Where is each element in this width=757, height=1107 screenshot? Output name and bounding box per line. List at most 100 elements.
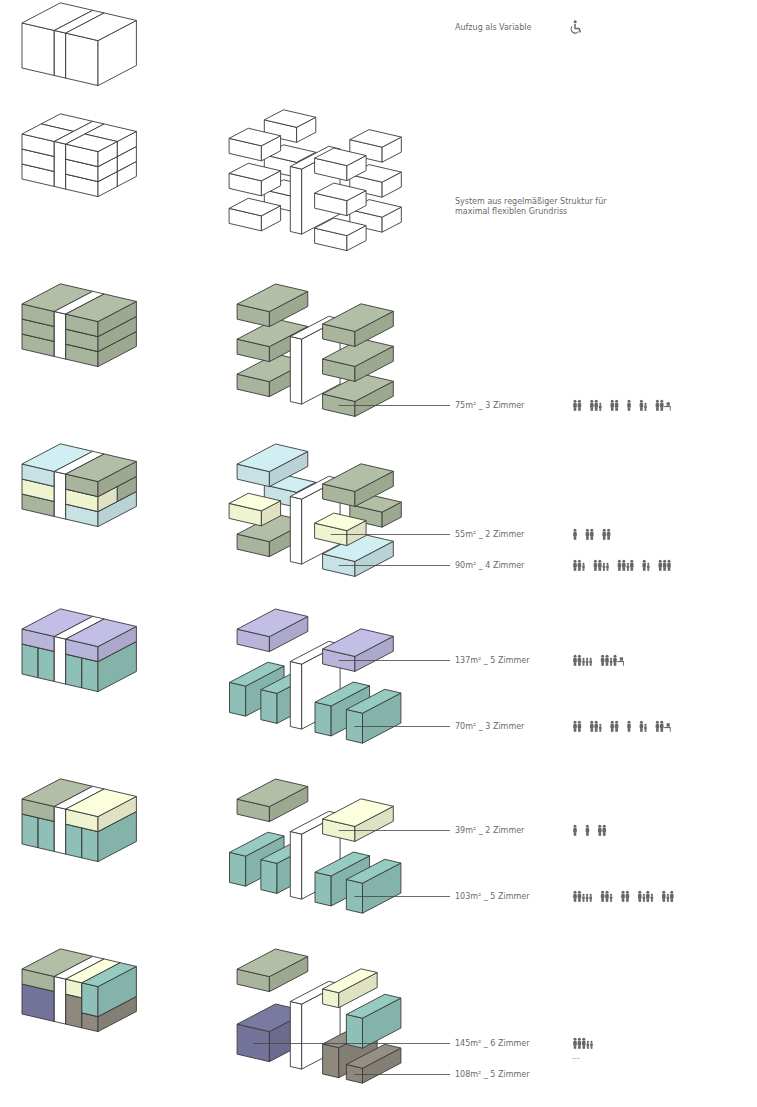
person-legs (668, 567, 671, 571)
volume-face (290, 1001, 301, 1069)
person-head (574, 721, 577, 724)
person-head (598, 560, 601, 563)
volume-face (230, 852, 246, 886)
person-body (602, 532, 606, 536)
volume-face (38, 818, 54, 852)
person-head (586, 658, 588, 660)
person-head (618, 560, 621, 563)
person-head (582, 563, 584, 565)
label-holder: 108m² _ 5 Zimmer (455, 1070, 530, 1080)
household-icon (656, 721, 671, 732)
volume-face (315, 872, 331, 906)
household-icon (601, 891, 613, 902)
volume-face (66, 33, 98, 85)
household-icon (601, 655, 624, 666)
label-holder: Aufzug als Variable (455, 23, 531, 33)
volume-face (350, 130, 402, 148)
person-legs (603, 568, 605, 571)
person-head (660, 721, 663, 724)
wheelchair-wheel (571, 27, 578, 34)
person-legs (656, 728, 659, 732)
person-head (574, 655, 577, 658)
person-head (662, 891, 665, 894)
person-legs (578, 728, 581, 732)
annotation-label: Aufzug als Variable (455, 23, 531, 33)
person-head (606, 655, 609, 658)
person-head (638, 891, 641, 894)
person-head (590, 529, 593, 532)
exploded-view (237, 284, 393, 416)
volume-face (54, 636, 65, 684)
person-body (582, 896, 585, 899)
person-body (667, 896, 670, 899)
person-body (658, 563, 662, 567)
volume-face (66, 294, 137, 322)
household-icon (618, 560, 634, 571)
unit-volume (237, 949, 308, 992)
annotation-label: 70m² _ 3 Zimmer (455, 722, 524, 732)
unit-volume (66, 294, 137, 337)
household-icon-row (573, 1038, 593, 1049)
person-body (590, 403, 594, 407)
desk-leg (669, 728, 671, 732)
person-head (586, 894, 588, 896)
household-icon-row (573, 721, 671, 732)
household-icon (573, 400, 581, 411)
person-body (638, 894, 642, 898)
annotation-label: 75m² _ 3 Zimmer (455, 401, 524, 411)
person-head (644, 403, 646, 405)
leader-line (331, 534, 450, 535)
person-legs (574, 832, 577, 836)
label-holder: 103m² _ 5 Zimmer (455, 892, 530, 902)
person-head (574, 560, 577, 563)
person-body (607, 532, 611, 536)
person-head (603, 563, 605, 565)
person-legs (583, 899, 585, 902)
person-body (601, 894, 605, 898)
person-legs (651, 899, 653, 902)
person-body (578, 658, 582, 662)
person-body (573, 532, 577, 536)
volume-face (66, 789, 137, 817)
person-body (599, 405, 602, 408)
household-icon (586, 529, 594, 540)
person-head (603, 825, 606, 828)
person-head (595, 400, 598, 403)
volume-face (54, 471, 65, 519)
person-head (607, 529, 610, 532)
unit-volume (66, 454, 137, 497)
person-body (589, 660, 592, 663)
unit-volume (237, 444, 308, 487)
volume-face (290, 336, 301, 404)
person-legs (578, 1045, 581, 1049)
person-body (610, 403, 614, 407)
household-icon (573, 560, 585, 571)
wheelchair-symbol (571, 20, 580, 33)
person-legs (578, 567, 581, 571)
person-head (574, 529, 577, 532)
volume-face (237, 609, 308, 637)
person-body (573, 658, 577, 662)
person-body (613, 658, 617, 662)
person-legs (606, 898, 609, 902)
volume-face (38, 648, 54, 682)
label-holder: 70m² _ 3 Zimmer (455, 722, 524, 732)
person-body (621, 894, 625, 898)
person-head (590, 894, 592, 896)
person-legs (667, 899, 669, 902)
person-head (599, 403, 601, 405)
person-body (594, 724, 598, 728)
volume-face (323, 799, 394, 827)
person-head (611, 400, 614, 403)
household-icon (640, 721, 647, 732)
volume-face (22, 23, 54, 75)
person-legs (647, 898, 650, 902)
unit-volume (346, 859, 401, 913)
person-legs (640, 407, 643, 411)
person-legs (574, 662, 577, 666)
resident-icons (573, 400, 673, 1049)
person-body (578, 894, 582, 898)
person-body (610, 724, 614, 728)
volume-face (54, 806, 65, 854)
